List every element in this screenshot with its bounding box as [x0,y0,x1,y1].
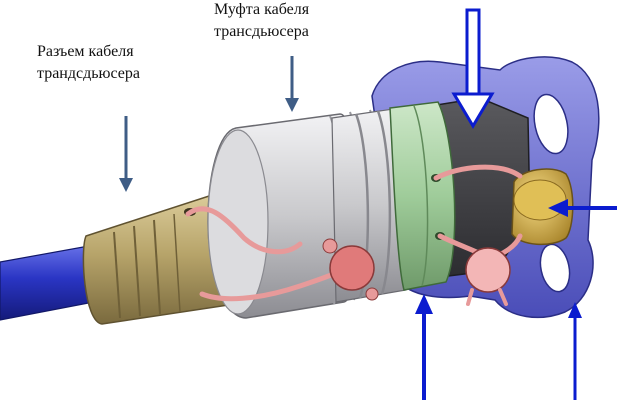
arrow-connector [119,116,133,192]
connector-label-line2: трандсдьюсера [37,65,140,82]
arrow-nut [415,294,433,400]
green-hex-nut [389,101,456,291]
lock-wire-seal-left [322,238,379,301]
connector-label-line1: Разъем кабеля [37,43,134,60]
lock-wire-seal-right [465,247,511,306]
arrow-flange [568,302,582,400]
sleeve-label-line1: Муфта кабеля [214,1,310,18]
arrow-hex-body [451,8,495,129]
sleeve-label-line2: трансдьюсера [214,23,309,40]
flange-slot [533,93,569,155]
arrow-plug [548,199,617,217]
arrow-sleeve [285,56,299,112]
